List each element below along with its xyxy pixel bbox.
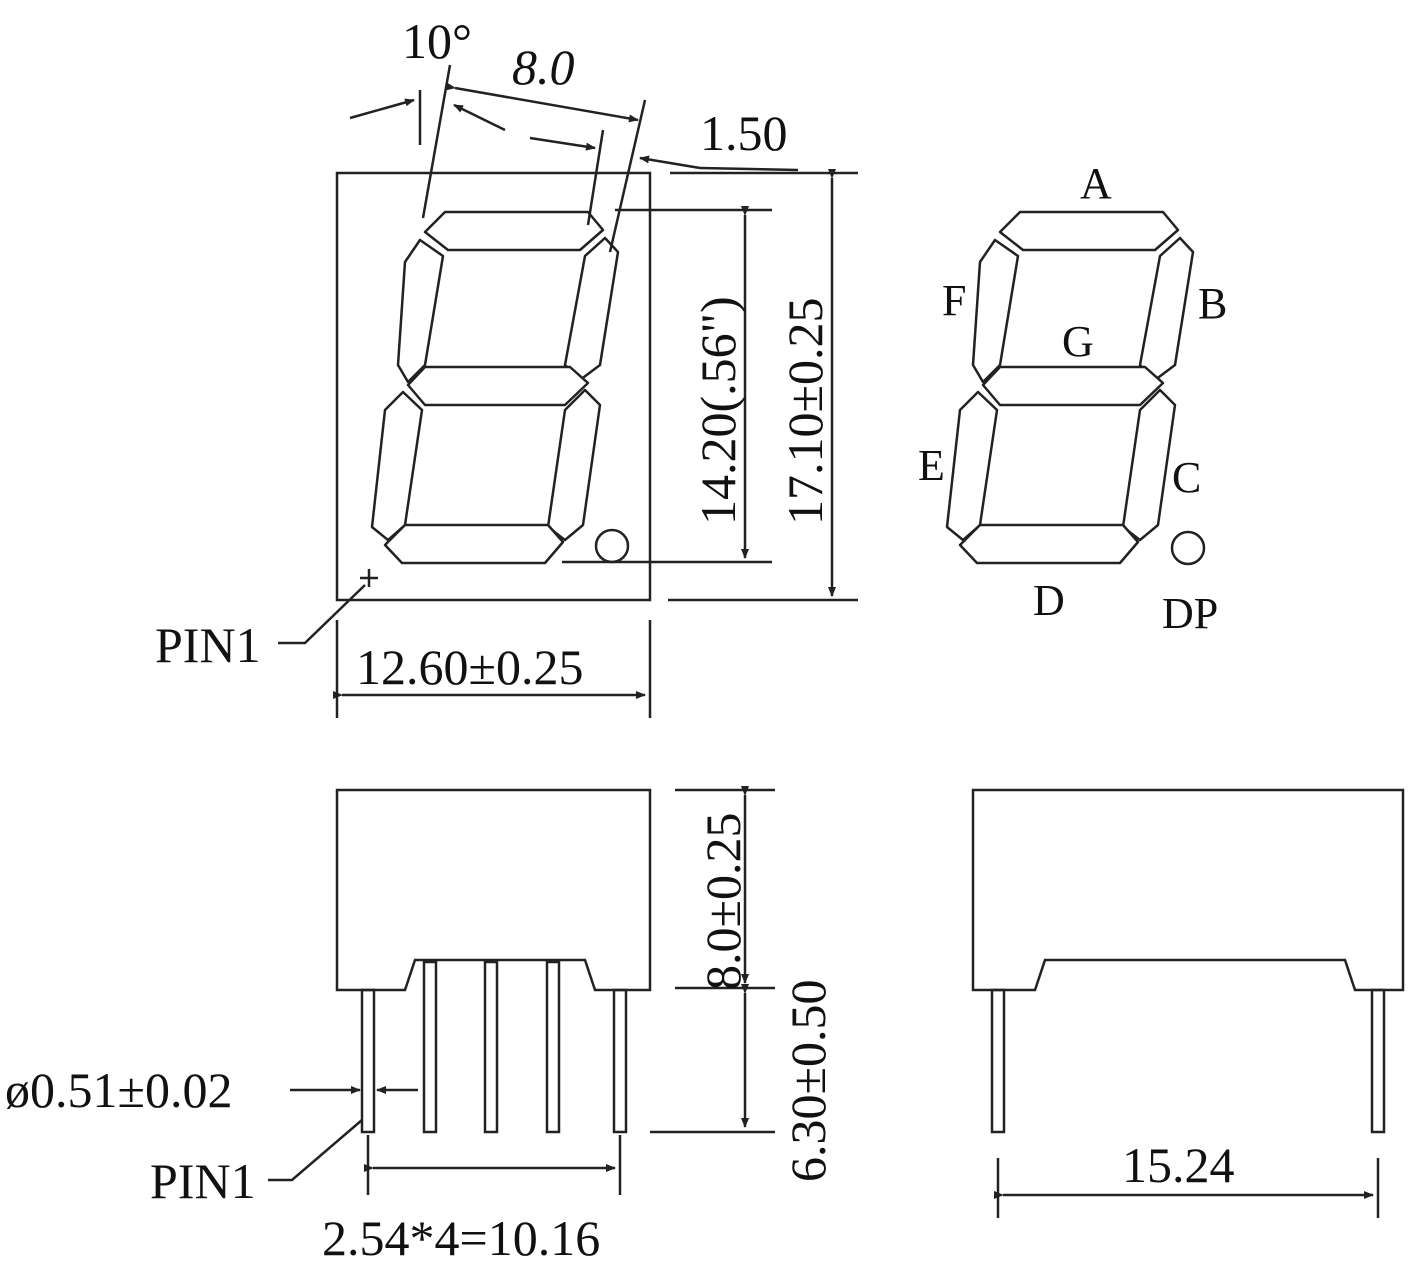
angle-label: 10° (402, 13, 472, 69)
segment-map: A B C D E F G DP (918, 159, 1227, 638)
segment-label-c: C (1172, 453, 1201, 502)
segment-width-label: 8.0 (512, 39, 575, 95)
pin-pitch-label: 2.54*4=10.16 (322, 1210, 600, 1266)
segment-label-d: D (1033, 576, 1065, 625)
row-spacing-label: 15.24 (1122, 1137, 1235, 1193)
end-pin-right (1370, 988, 1386, 1134)
end-pin-left (990, 988, 1006, 1134)
body-depth-label: 8.0±0.25 (695, 813, 751, 990)
segment-dp-dot (1170, 530, 1206, 566)
offset-label: 1.50 (700, 105, 788, 161)
segment-label-b: B (1198, 279, 1227, 328)
segment-label-a: A (1080, 159, 1112, 208)
segment-label-dp: DP (1162, 589, 1218, 638)
pin1-label-front: PIN1 (155, 617, 261, 673)
segment-label-e: E (918, 441, 945, 490)
front-view: 10° 8.0 1.50 14.20(.56") 17.10±0.25 12.6… (155, 13, 858, 718)
pin-diameter-label: ø0.51±0.02 (5, 1062, 232, 1118)
segment-label-g: G (1062, 317, 1094, 366)
pin-length-label: 6.30±0.50 (780, 980, 836, 1182)
pins (360, 960, 628, 1134)
body-height-label: 17.10±0.25 (777, 298, 833, 525)
decimal-point (594, 528, 630, 564)
end-body-outline (971, 788, 1405, 992)
segment-label-f: F (942, 276, 966, 325)
digit-segments (370, 210, 620, 565)
body-width-label: 12.60±0.25 (356, 639, 583, 695)
side-view: 8.0±0.25 6.30±0.50 ø0.51±0.02 PIN1 2.54*… (5, 786, 836, 1266)
display-body-outline (335, 171, 652, 602)
end-view: 15.24 (971, 788, 1405, 1218)
digit-height-label: 14.20(.56") (690, 296, 746, 525)
segment-map-digit (945, 210, 1195, 565)
pin1-label-side: PIN1 (150, 1153, 256, 1209)
side-body-outline (335, 788, 652, 992)
